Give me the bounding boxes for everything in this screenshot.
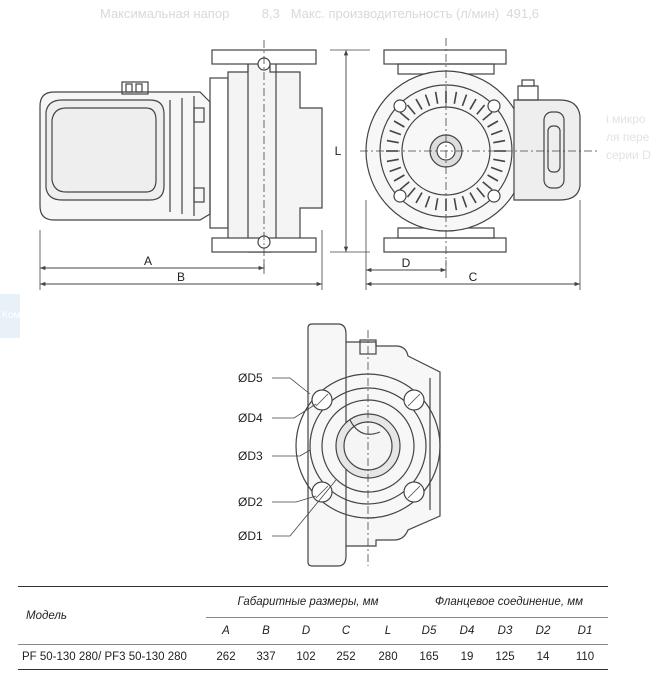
group-flange-connection: Фланцевое соединение, мм [435, 596, 583, 608]
background-text-top-value: Максимальная напор 8,3 Макс. производите… [100, 6, 539, 21]
label-D3: ØD3 [238, 449, 263, 463]
group-overall-dimensions: Габаритные размеры, мм [237, 596, 379, 608]
background-text-right-2: ля пере [606, 130, 650, 144]
rib-mark [453, 198, 458, 211]
value-D: 102 [286, 644, 326, 670]
rib-mark [424, 94, 431, 107]
rib-mark [482, 111, 493, 121]
rib-mark [399, 181, 410, 191]
value-D5: 165 [410, 644, 448, 670]
rib-mark [490, 166, 503, 173]
rib-mark [415, 192, 423, 204]
rib-mark [482, 181, 493, 191]
column-header-C: C [326, 617, 366, 645]
rib-mark [424, 195, 431, 208]
rib-mark [493, 158, 506, 163]
label-D2: ØD2 [238, 495, 263, 509]
rib-mark [434, 91, 439, 104]
column-header-L: L [366, 617, 410, 645]
table-row: PF 50-130 280/ PF3 50-130 280 262 337 10… [18, 644, 608, 670]
label-D: D [402, 256, 411, 270]
rib-mark [461, 195, 468, 208]
model-name: PF 50-130 280/ PF3 50-130 280 [18, 644, 206, 670]
background-text-top: Максимальная напор 8,3 Макс. производите… [100, 6, 539, 21]
background-text-right-3: серии D [606, 148, 651, 162]
column-header-D3: D3 [486, 617, 524, 645]
rib-mark [406, 187, 416, 198]
spec-table: Модель Габаритные размеры, мм Фланцевое … [18, 586, 608, 670]
label-B: B [177, 270, 185, 284]
column-header-D4: D4 [448, 617, 486, 645]
column-header-D2: D2 [524, 617, 562, 645]
rib-mark [406, 104, 416, 115]
value-C: 252 [326, 644, 366, 670]
column-header-D1: D1 [562, 617, 608, 645]
rib-mark [476, 104, 486, 115]
column-header-D5: D5 [410, 617, 448, 645]
front-view [360, 38, 600, 266]
rib-mark [389, 166, 402, 173]
rib-mark [389, 129, 402, 136]
rib-mark [453, 91, 458, 104]
rib-mark [386, 139, 399, 144]
value-D3: 125 [486, 644, 524, 670]
label-A: A [144, 254, 152, 268]
label-C: C [469, 270, 478, 284]
rib-mark [469, 192, 477, 204]
label-D4: ØD4 [238, 411, 263, 425]
rib-mark [490, 129, 503, 136]
technical-drawing: A B L D C ØD5 ØD4 ØD3 ØD2 ØD1 [39, 38, 600, 567]
rib-mark [393, 174, 405, 182]
column-header-D: D [286, 617, 326, 645]
value-A: 262 [206, 644, 246, 670]
rib-mark [393, 120, 405, 128]
side-view [39, 40, 323, 270]
column-header-B: B [246, 617, 286, 645]
rib-mark [399, 111, 410, 121]
rib-mark [476, 187, 486, 198]
value-B: 337 [246, 644, 286, 670]
value-D1: 110 [562, 644, 608, 670]
label-D1: ØD1 [238, 529, 263, 543]
rib-mark [386, 158, 399, 163]
rib-mark [461, 94, 468, 107]
label-L: L [335, 144, 342, 158]
model-header: Модель [26, 609, 67, 622]
background-text-right-1: i микро [606, 112, 646, 126]
rib-mark [487, 120, 499, 128]
rib-mark [415, 98, 423, 110]
rib-mark [493, 139, 506, 144]
column-header-A: A [206, 617, 246, 645]
value-D2: 14 [524, 644, 562, 670]
rib-mark [434, 198, 439, 211]
value-D4: 19 [448, 644, 486, 670]
side-tab-label: Ком [2, 310, 21, 321]
flange-view [295, 323, 441, 567]
rib-mark [487, 174, 499, 182]
side-tab: Ком [0, 294, 20, 338]
value-L: 280 [366, 644, 410, 670]
rib-mark [469, 98, 477, 110]
label-D5: ØD5 [238, 371, 263, 385]
